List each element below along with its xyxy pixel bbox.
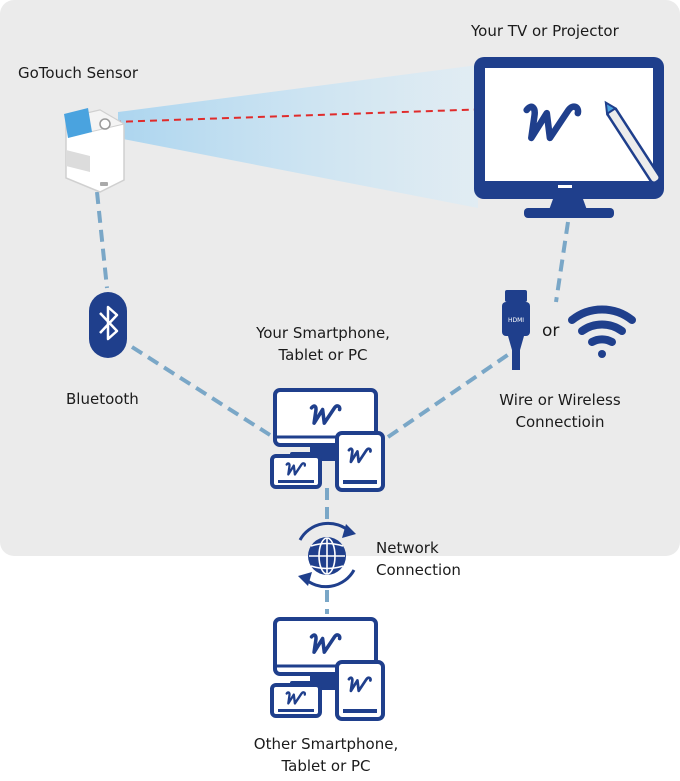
- device-label-line1: Your Smartphone,: [256, 324, 390, 342]
- globe-sync-icon: [298, 521, 356, 589]
- connection-label: Wire or Wireless Connectioin: [478, 389, 642, 433]
- device-label-line2: Tablet or PC: [278, 346, 368, 364]
- hdmi-text: HDMI: [508, 317, 524, 324]
- connection-label-line2: Connectioin: [515, 413, 605, 431]
- sensor-beam: [118, 65, 478, 208]
- network-label-line1: Network: [376, 539, 439, 557]
- tv-label: Your TV or Projector: [471, 22, 619, 40]
- or-label: or: [542, 321, 560, 341]
- bluetooth-device-line: [130, 345, 272, 437]
- hdmi-plug-icon: HDMI: [502, 290, 530, 370]
- connection-label-line1: Wire or Wireless: [499, 391, 621, 409]
- wifi-icon: [568, 305, 636, 358]
- device-label: Your Smartphone, Tablet or PC: [236, 322, 410, 366]
- network-label-line2: Connection: [376, 561, 461, 579]
- sensor-bluetooth-line: [95, 191, 109, 289]
- sensor-label: GoTouch Sensor: [18, 64, 139, 82]
- bluetooth-label: Bluetooth: [66, 390, 139, 408]
- device-hdmi-line: [386, 350, 514, 439]
- other-device-label-line1: Other Smartphone,: [253, 735, 399, 753]
- connector-lines: [95, 191, 570, 614]
- stylus-icon: [604, 100, 661, 184]
- tv-connection-line: [554, 221, 570, 303]
- gotouch-sensor-icon: [64, 108, 126, 193]
- tv-icon: [474, 57, 664, 218]
- devices-icon: [270, 388, 385, 492]
- bluetooth-icon: [89, 292, 127, 358]
- other-device-label-line2: Tablet or PC: [281, 757, 371, 775]
- network-label: Network Connection: [376, 537, 461, 581]
- other-device-label: Other Smartphone, Tablet or PC: [226, 733, 426, 777]
- other-devices-icon: [270, 617, 385, 721]
